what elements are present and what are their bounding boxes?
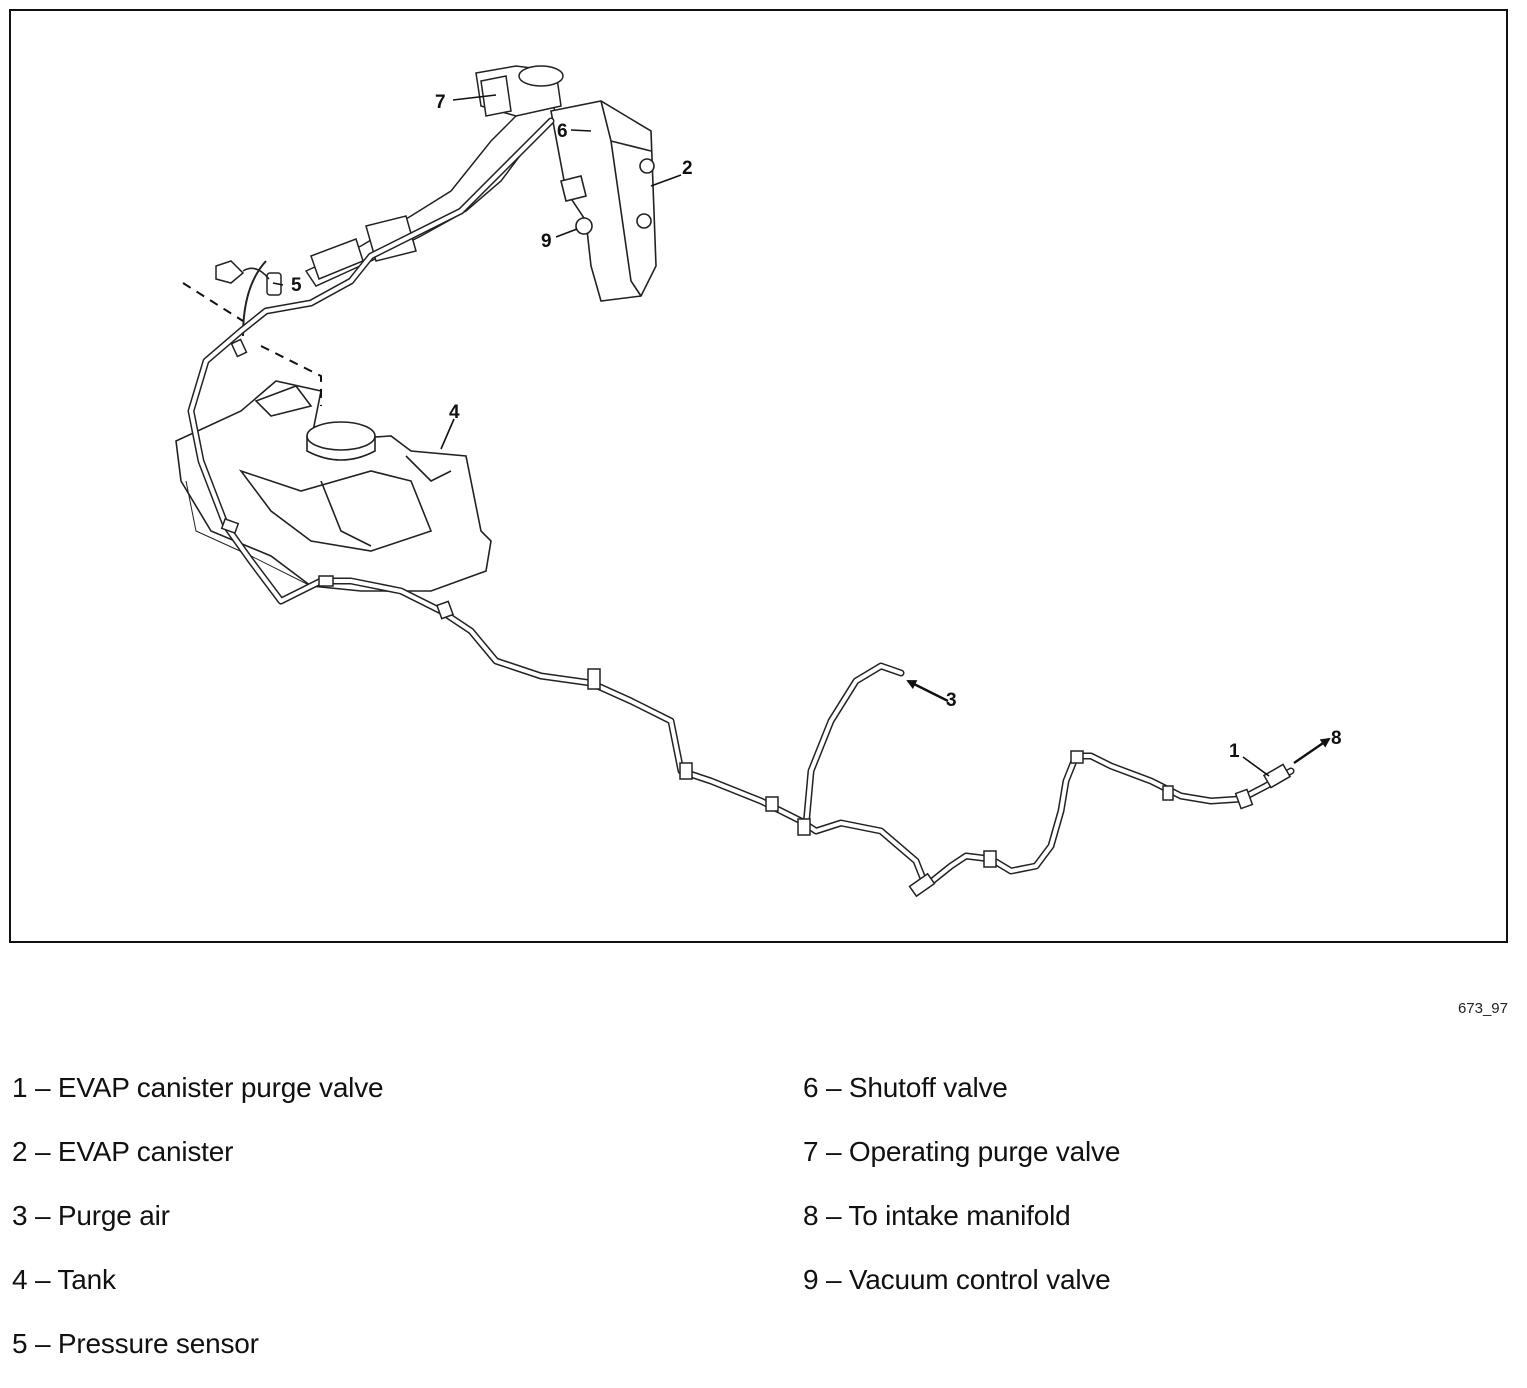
callout-1: 1 bbox=[1229, 741, 1240, 762]
legend-right-column: 6 – Shutoff valve 7 – Operating purge va… bbox=[803, 1068, 1120, 1324]
callout-5: 5 bbox=[291, 275, 302, 296]
callout-3: 3 bbox=[946, 690, 957, 711]
callout-7: 7 bbox=[435, 92, 446, 113]
callout-leaders bbox=[272, 94, 1331, 777]
legend-item-3: 3 – Purge air bbox=[12, 1200, 170, 1231]
callout-6: 6 bbox=[557, 121, 568, 142]
fuel-tank-illustration bbox=[175, 380, 492, 592]
exploded-view-lines bbox=[182, 282, 322, 406]
legend-item-9: 9 – Vacuum control valve bbox=[803, 1264, 1111, 1295]
figure-code: 673_97 bbox=[1457, 1000, 1508, 1017]
callout-4: 4 bbox=[449, 402, 460, 423]
filler-neck bbox=[304, 65, 564, 287]
legend-left-column: 1 – EVAP canister purge valve 2 – EVAP c… bbox=[12, 1068, 384, 1388]
legend-item-2: 2 – EVAP canister bbox=[12, 1136, 234, 1167]
callout-9: 9 bbox=[541, 231, 552, 252]
legend-item-4: 4 – Tank bbox=[12, 1264, 116, 1295]
callout-numbers: 1 2 3 4 5 6 7 8 9 bbox=[291, 92, 1342, 762]
callout-8: 8 bbox=[1331, 728, 1342, 749]
evap-canister bbox=[550, 100, 657, 302]
hose-clips bbox=[220, 338, 1292, 898]
legend-item-7: 7 – Operating purge valve bbox=[803, 1136, 1121, 1167]
evap-system-drawing: 1 2 3 4 5 6 7 8 9 bbox=[175, 65, 1342, 898]
evap-hoses bbox=[187, 117, 1295, 890]
legend-item-1: 1 – EVAP canister purge valve bbox=[12, 1072, 384, 1103]
legend-item-8: 8 – To intake manifold bbox=[803, 1200, 1071, 1231]
callout-2: 2 bbox=[682, 158, 693, 179]
legend-item-5: 5 – Pressure sensor bbox=[12, 1328, 259, 1359]
legend-item-6: 6 – Shutoff valve bbox=[803, 1072, 1008, 1103]
diagram-frame: 1 2 3 4 5 6 7 8 9 bbox=[9, 9, 1508, 943]
